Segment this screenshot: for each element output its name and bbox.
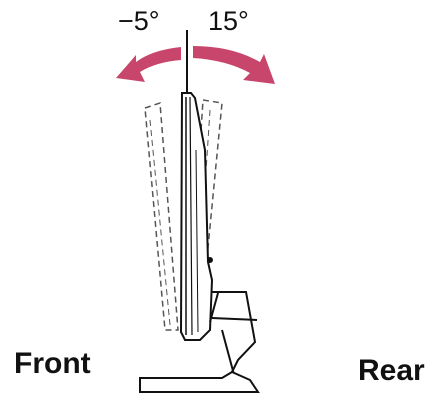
curved-arrow-right-icon bbox=[193, 46, 275, 84]
tilt-backward-label: 15° bbox=[208, 6, 249, 36]
rear-label: Rear bbox=[358, 354, 425, 387]
forward-tilt-outline bbox=[145, 103, 178, 330]
monitor-stand-base bbox=[140, 372, 258, 392]
tilt-forward-label: −5° bbox=[118, 6, 160, 36]
curved-arrow-left-icon bbox=[116, 47, 181, 82]
monitor-panel bbox=[181, 93, 212, 340]
front-label: Front bbox=[14, 347, 91, 380]
monitor-stand-neck bbox=[210, 292, 257, 382]
